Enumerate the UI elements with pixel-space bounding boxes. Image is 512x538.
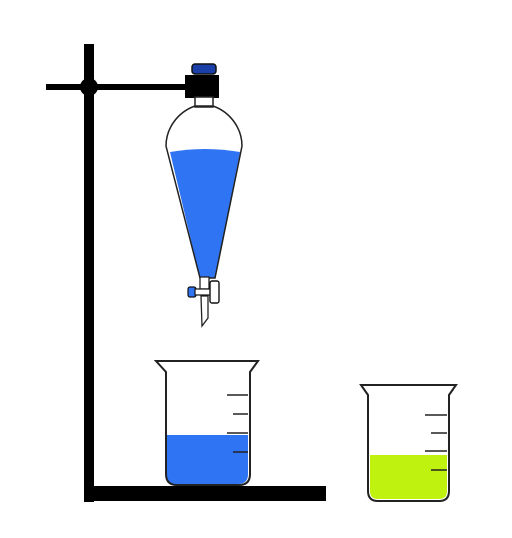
green-liquid [370,455,447,499]
clamp-boss [80,78,98,96]
green-beaker-outline [359,384,458,502]
green-beaker-graduations [425,414,447,471]
blue-beaker-outline [153,360,260,486]
funnel-liquid [170,149,240,278]
clamp-holder [185,75,219,98]
funnel-stopper [191,63,217,75]
stand-base [86,486,326,501]
stopcock [187,280,220,304]
retort-stand [46,44,326,502]
stopcock-handle [209,280,220,304]
funnel-stem-tip [200,295,209,328]
beaker-with-blue-liquid [153,360,260,486]
blue-liquid [166,435,248,484]
stand-rod [84,44,94,502]
beaker-with-green-liquid [359,384,458,502]
clamp-arm [46,84,194,90]
funnel-body [165,105,243,279]
stopcock-barrel [194,288,212,296]
separatory-funnel [165,63,243,328]
funnel-neck [194,96,214,108]
blue-beaker-graduations [227,394,248,453]
funnel-stem-upper [199,276,210,290]
